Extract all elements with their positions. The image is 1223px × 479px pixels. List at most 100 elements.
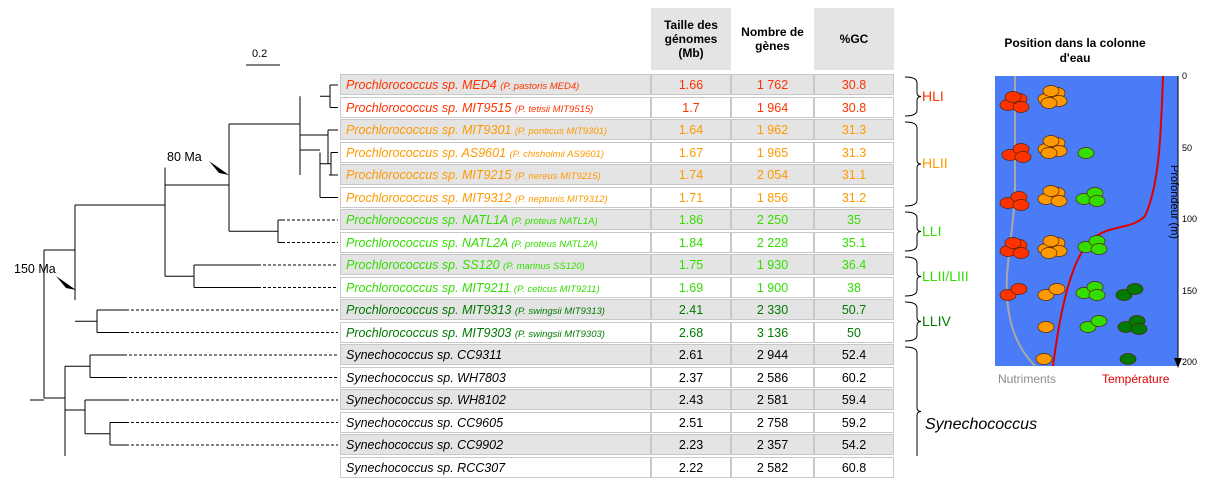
clade-bracket	[904, 76, 922, 117]
cell-cluster	[1037, 85, 1068, 109]
cell-cluster	[1077, 147, 1095, 159]
temperature-label: Température	[1102, 372, 1170, 386]
cell-cluster	[1037, 185, 1068, 207]
gc-cell: 60.2	[814, 366, 894, 388]
table-row: Prochlorococcus sp. NATL1A (P. proteus N…	[340, 209, 894, 231]
gc-cell: 50.7	[814, 299, 894, 320]
species-label: Prochlorococcus sp. MIT9303	[346, 325, 512, 340]
cell-cluster	[1037, 283, 1066, 301]
cell-cluster	[1117, 315, 1148, 335]
depth-axis-arrow	[1174, 358, 1182, 368]
species-label: Prochlorococcus sp. MIT9211	[346, 280, 511, 295]
cell-cluster	[1115, 283, 1144, 301]
node-80ma-arrow	[209, 161, 229, 175]
cell-cluster	[1077, 235, 1108, 255]
species-name: Synechococcus sp. WH7803	[340, 366, 651, 388]
table-row: Prochlorococcus sp. MIT9515 (P. tetisii …	[340, 96, 894, 119]
gc-cell: 30.8	[814, 96, 894, 118]
gene-count-cell: 2 586	[731, 366, 814, 388]
gene-count-cell: 1 964	[731, 96, 814, 118]
table-row: Prochlorococcus sp. MIT9211 (P. ceticus …	[340, 276, 894, 299]
gene-count-cell: 2 758	[731, 411, 814, 433]
gene-count-cell: 1 856	[731, 186, 814, 208]
cell-cluster	[1037, 321, 1055, 333]
table-row: Prochlorococcus sp. MIT9215 (P. nereus M…	[340, 164, 894, 186]
cell-cluster	[1035, 353, 1053, 365]
species-name: Prochlorococcus sp. MIT9211 (P. ceticus …	[340, 276, 651, 298]
strain-label: (P. chisholmii AS9601)	[509, 148, 605, 160]
genome-size-cell: 1.74	[651, 164, 731, 185]
table-row: Prochlorococcus sp. AS9601 (P. chisholmi…	[340, 141, 894, 164]
genome-size-cell: 1.84	[651, 231, 731, 253]
clade-bracket	[904, 301, 922, 342]
species-name: Prochlorococcus sp. MIT9312 (P. neptunis…	[340, 186, 651, 208]
species-label: Prochlorococcus sp. MIT9313	[346, 303, 512, 317]
cell-cluster	[999, 191, 1030, 211]
depth-tick: 150	[1182, 285, 1198, 296]
clade-label: LLIV	[922, 312, 951, 329]
species-label: Synechococcus sp. WH8102	[346, 393, 506, 407]
species-label: Synechococcus sp. CC9311	[346, 348, 503, 362]
gene-count-cell: 1 965	[731, 141, 814, 163]
strain-label: (P. nereus MIT9215)	[514, 171, 601, 182]
species-name: Prochlorococcus sp. MIT9303 (P. swingsii…	[340, 321, 651, 343]
gc-cell: 60.8	[814, 456, 894, 478]
strain-label: (P. proteus NATL2A)	[511, 238, 598, 250]
species-label: Synechococcus sp. CC9605	[346, 415, 504, 430]
gc-cell: 50	[814, 321, 894, 343]
gc-cell: 31.3	[814, 141, 894, 163]
depth-tick: 100	[1182, 214, 1198, 224]
strain-label: (P. swingsii MIT9303)	[514, 328, 605, 340]
table-row: Prochlorococcus sp. MED4 (P. pastoris ME…	[340, 74, 894, 96]
species-label: Prochlorococcus sp. MIT9215	[346, 168, 512, 182]
gene-count-cell: 2 357	[731, 434, 814, 455]
clade-bracket	[904, 121, 922, 207]
gc-cell: 31.3	[814, 119, 894, 140]
depth-tick: 200	[1182, 357, 1198, 367]
clade-bracket	[904, 256, 922, 297]
genome-size-cell: 1.71	[651, 186, 731, 208]
gc-cell: 52.4	[814, 344, 894, 365]
cell-cluster	[1037, 235, 1068, 259]
species-name: Prochlorococcus sp. MIT9515 (P. tetisii …	[340, 96, 651, 118]
date-label-150ma: 150 Ma	[14, 262, 56, 276]
strain-label: (P. pastoris MED4)	[500, 81, 580, 92]
table-row: Prochlorococcus sp. MIT9313 (P. swingsii…	[340, 299, 894, 321]
genome-size-cell: 2.37	[651, 366, 731, 388]
genome-size-cell: 1.75	[651, 254, 731, 275]
species-label: Prochlorococcus sp. AS9601	[346, 145, 507, 160]
cell-cluster	[1075, 187, 1106, 207]
species-name: Synechococcus sp. WH8102	[340, 389, 651, 410]
water-column-title: Position dans la colonne d'eau	[1004, 36, 1146, 65]
table-row: Prochlorococcus sp. MIT9312 (P. neptunis…	[340, 186, 894, 209]
genome-size-cell: 2.41	[651, 299, 731, 320]
gene-count-cell: 1 962	[731, 119, 814, 140]
temperature-curve	[1052, 76, 1164, 367]
header-genome-size: Taille des génomes (Mb)	[651, 8, 731, 70]
gc-cell: 31.2	[814, 186, 894, 208]
clade-label: LLII/LIII	[922, 267, 969, 284]
strain-label: (P. neptunis MIT9312)	[514, 193, 608, 205]
strain-label: (P. ceticus MIT9211)	[513, 283, 600, 295]
species-name: Synechococcus sp. CC9902	[340, 434, 651, 455]
cell-cluster	[999, 91, 1030, 113]
species-name: Prochlorococcus sp. MIT9301 (P. ponticus…	[340, 119, 651, 140]
gene-count-cell: 2 228	[731, 231, 814, 253]
strain-label: (P. proteus NATL1A)	[511, 216, 598, 227]
cell-cluster	[999, 237, 1030, 259]
species-name: Prochlorococcus sp. MIT9313 (P. swingsii…	[340, 299, 651, 320]
species-name: Prochlorococcus sp. NATL1A (P. proteus N…	[340, 209, 651, 230]
clade-label: Synechococcus	[925, 415, 1038, 433]
species-label: Synechococcus sp. WH7803	[346, 370, 506, 385]
species-label: Prochlorococcus sp. SS120	[346, 258, 500, 272]
species-name: Prochlorococcus sp. AS9601 (P. chisholmi…	[340, 141, 651, 163]
clade-label: LLI	[922, 222, 942, 239]
genome-size-cell: 1.66	[651, 74, 731, 95]
gene-count-cell: 2 582	[731, 456, 814, 478]
species-label: Prochlorococcus sp. MIT9312	[346, 190, 512, 205]
genome-size-cell: 1.69	[651, 276, 731, 298]
